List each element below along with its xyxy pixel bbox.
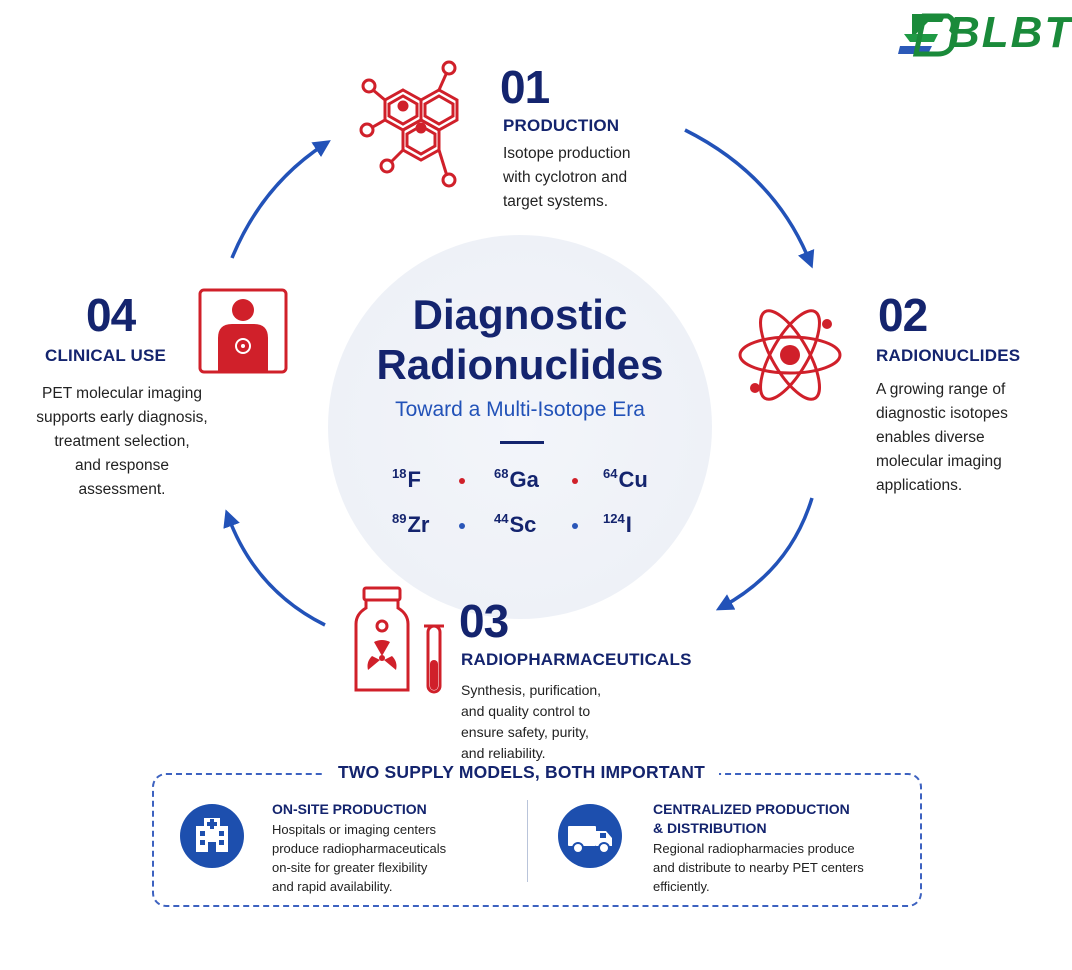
center-title-line1: Diagnostic [412, 291, 628, 338]
logo-mark-icon [898, 13, 958, 57]
step-03-description: Synthesis, purification, and quality con… [461, 682, 602, 761]
radioactive-vial-icon [354, 586, 444, 694]
step-01-title: PRODUCTION [503, 116, 620, 135]
logo: BLBT [898, 8, 1071, 58]
step-04-description: PET molecular imaging supports early dia… [36, 385, 208, 498]
step-03-number: 03 [459, 595, 509, 647]
center-divider [500, 441, 544, 444]
arrow-03-to-04 [223, 509, 326, 627]
step-02-title: RADIONUCLIDES [876, 346, 1021, 365]
step-04-number: 04 [86, 289, 136, 341]
step-01-number: 01 [500, 61, 550, 113]
isotope-cu64: 64Cu [603, 466, 648, 492]
atom-icon [738, 309, 842, 401]
hospital-icon [180, 804, 244, 868]
model-centralized-title: CENTRALIZED PRODUCTION & DISTRIBUTION [653, 801, 850, 836]
step-01-description: Isotope production with cyclotron and ta… [503, 145, 631, 210]
arrow-04-to-01 [230, 140, 331, 259]
center-subtitle: Toward a Multi-Isotope Era [395, 398, 645, 421]
truck-icon [558, 804, 622, 868]
arrow-02-to-03 [715, 497, 814, 611]
isotope-separator-dot [459, 523, 465, 529]
isotope-i124: 124I [603, 511, 632, 537]
model-onsite-title: ON-SITE PRODUCTION [272, 801, 427, 817]
step-02-description: A growing range of diagnostic isotopes e… [876, 381, 1008, 494]
center-disc [328, 235, 712, 619]
isotope-separator-dot [572, 478, 578, 484]
patient-scan-icon [198, 288, 288, 374]
isotope-ga68: 68Ga [494, 466, 539, 492]
isotope-separator-dot [572, 523, 578, 529]
step-04-title: CLINICAL USE [45, 346, 167, 365]
supply-models-heading: TWO SUPPLY MODELS, BOTH IMPORTANT [324, 762, 719, 783]
model-centralized-description: Regional radiopharmacies produce and dis… [653, 841, 864, 894]
model-onsite-description: Hospitals or imaging centers produce rad… [272, 822, 447, 894]
step-03-title: RADIOPHARMACEUTICALS [461, 650, 692, 669]
logo-text: BLBT [948, 8, 1072, 57]
arrow-01-to-02 [684, 128, 815, 269]
step-02-number: 02 [878, 289, 928, 341]
isotope-zr89: 89Zr [392, 511, 430, 537]
center-title-line2: Radionuclides [376, 341, 664, 388]
center-title: Diagnostic Radionuclides [328, 290, 712, 390]
isotope-separator-dot [459, 478, 465, 484]
supply-divider [527, 800, 528, 882]
isotope-sc44: 44Sc [494, 511, 537, 537]
isotope-f18: 18F [392, 466, 421, 492]
molecule-icon [359, 60, 459, 188]
